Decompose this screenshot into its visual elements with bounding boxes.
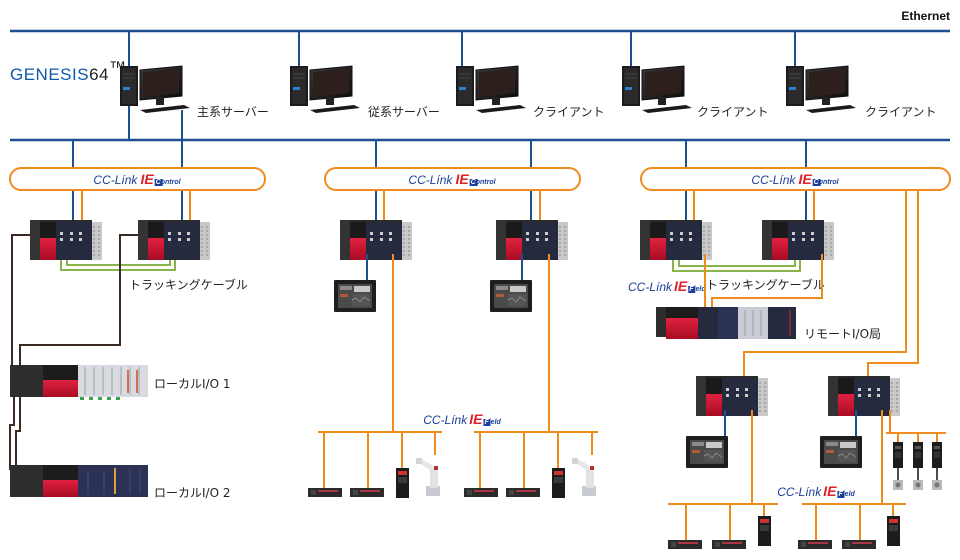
servo-amp[interactable]	[668, 540, 702, 549]
servo-amp[interactable]	[350, 488, 384, 497]
computer-label: クライアント	[533, 105, 605, 119]
cclink-variant-badge	[812, 179, 821, 186]
plc-redundant-b[interactable]	[761, 219, 835, 261]
servo-amp[interactable]	[798, 540, 832, 549]
cclink-field-network-2	[318, 254, 598, 488]
tracking-cable	[672, 260, 801, 272]
tracking-cable-label: トラッキングケーブル	[129, 277, 248, 292]
plc-a[interactable]	[339, 219, 413, 261]
computer-client-1[interactable]: クライアント	[455, 65, 605, 119]
plc-redundant-a[interactable]	[29, 219, 103, 261]
extension-cable	[9, 234, 138, 470]
local-io-2[interactable]: ローカルI/O 2	[10, 465, 230, 500]
servo-amp[interactable]	[842, 540, 876, 549]
servo-amp[interactable]	[308, 488, 342, 497]
inverter[interactable]	[396, 468, 409, 498]
computer-label: 主系サーバー	[197, 105, 269, 119]
computer-label: クライアント	[697, 105, 769, 119]
servo-amp[interactable]	[712, 540, 746, 549]
computer-label: 従系サーバー	[368, 105, 440, 119]
robot[interactable]	[416, 458, 440, 496]
computer-label: クライアント	[865, 105, 937, 119]
remote-io-label: リモートI/O局	[804, 327, 881, 341]
hmi-d[interactable]	[819, 435, 863, 469]
robot[interactable]	[572, 458, 596, 496]
tracking-cable	[60, 260, 176, 271]
cclink-variant-badge	[688, 286, 696, 293]
local-io-2-label: ローカルI/O 2	[154, 486, 230, 500]
hmi-c[interactable]	[685, 435, 729, 469]
computer-client-2[interactable]: クライアント	[621, 65, 769, 119]
servo-drive[interactable]	[912, 441, 924, 491]
cclink-field-network-3	[668, 410, 946, 540]
local-io-1[interactable]: ローカルI/O 1	[10, 365, 230, 400]
cclink-variant-badge	[837, 491, 845, 498]
remote-io-station[interactable]: リモートI/O局	[656, 307, 881, 341]
ethernet-bus-top	[10, 29, 950, 142]
inverter[interactable]	[758, 516, 771, 546]
plc-redundant-b[interactable]	[137, 219, 211, 261]
servo-amp[interactable]	[506, 488, 540, 497]
cclink-control-drops	[81, 190, 919, 382]
computer-secondary-server[interactable]: 従系サーバー	[289, 65, 440, 119]
ethernet-label: Ethernet	[901, 9, 950, 23]
hmi-a[interactable]	[333, 279, 377, 313]
plc-b[interactable]	[495, 219, 569, 261]
plc-c[interactable]	[695, 375, 769, 417]
local-io-1-label: ローカルI/O 1	[154, 377, 230, 391]
computer-client-3[interactable]: クライアント	[785, 65, 937, 119]
hmi-b[interactable]	[489, 279, 533, 313]
servo-drive[interactable]	[931, 441, 943, 491]
cclink-variant-badge	[483, 419, 491, 426]
plc-redundant-a[interactable]	[639, 219, 713, 261]
servo-drive[interactable]	[892, 441, 904, 491]
genesis64-logo: GENESIS64™	[10, 58, 127, 84]
inverter[interactable]	[887, 516, 900, 546]
servo-amp[interactable]	[464, 488, 498, 497]
plc-group-1: トラッキングケーブル ロー	[9, 219, 248, 500]
inverter[interactable]	[552, 468, 565, 498]
computer-primary-server[interactable]: 主系サーバー	[119, 65, 269, 119]
cclink-variant-badge	[154, 179, 163, 186]
cclink-variant-badge	[469, 179, 478, 186]
tracking-cable-label: トラッキングケーブル	[706, 277, 825, 292]
